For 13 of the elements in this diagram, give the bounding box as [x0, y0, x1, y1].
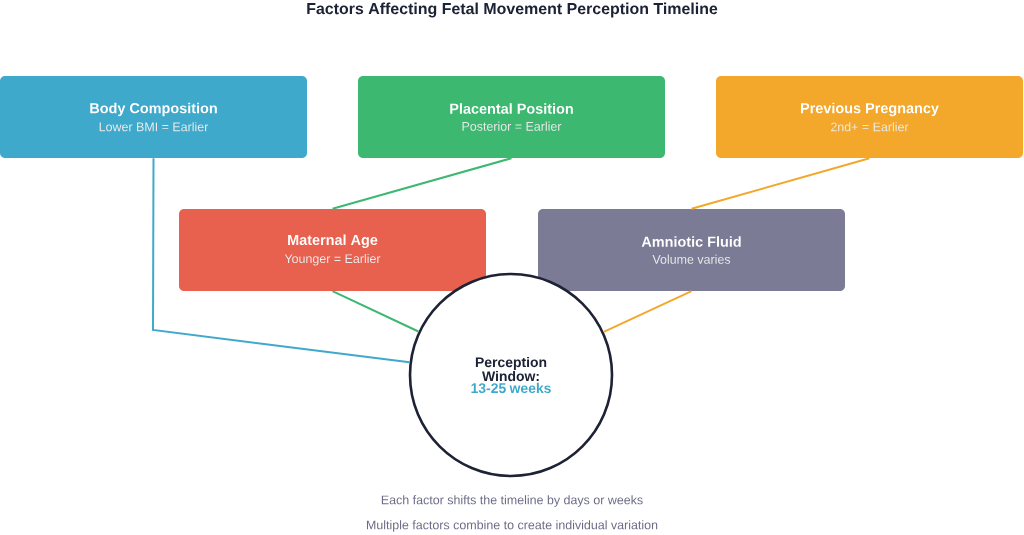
factor-box: Body Composition Lower BMI = Earlier — [0, 76, 307, 158]
factor-box: Previous Pregnancy 2nd+ = Earlier — [716, 76, 1023, 158]
connector-line — [690, 157, 871, 210]
connector-line — [602, 290, 693, 333]
factor-box: Maternal Age Younger = Earlier — [179, 209, 486, 291]
factor-box: Amniotic Fluid Volume varies — [538, 209, 845, 291]
connector-line — [152, 157, 411, 364]
diagram-title: Factors Affecting Fetal Movement Perception Timeline — [307, 2, 718, 18]
connector-line — [331, 290, 420, 333]
factor-box: Placental Position Posterior = Earlier — [358, 76, 665, 158]
footnote-text: Each factor shifts the timeline by days or weeks — [381, 495, 643, 507]
footnote-text: Multiple factors combine to create individual variation — [366, 520, 658, 532]
connector-line — [331, 157, 513, 210]
